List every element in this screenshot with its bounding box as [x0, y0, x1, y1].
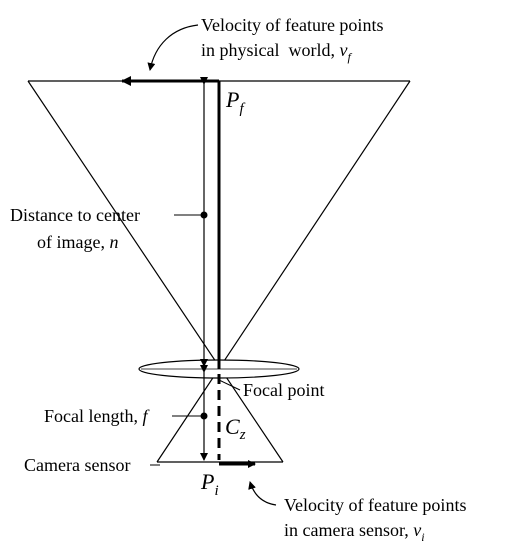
distance-label-line2: of image, n: [37, 232, 118, 252]
cz-label: Cz: [225, 414, 246, 443]
velocity-sensor-symbol: v: [413, 520, 421, 540]
pi-label: Pi: [200, 469, 219, 499]
velocity-world-label-line2: in physical world, vf: [201, 40, 352, 64]
distance-line2-text: of image,: [37, 232, 109, 252]
velocity-sensor-subscript: i: [421, 530, 424, 544]
velocity-sensor-label-line2: in camera sensor, vi: [284, 520, 425, 544]
focal-length-text: Focal length,: [44, 406, 142, 426]
focal-length-label: Focal length, f: [44, 406, 150, 426]
distance-symbol: n: [109, 232, 118, 252]
distance-label-line1: Distance to center: [10, 205, 140, 225]
velocity-sensor-label-line1: Velocity of feature points: [284, 495, 466, 515]
camera-sensor-label: Camera sensor: [24, 455, 130, 475]
focal-point-label: Focal point: [243, 380, 325, 400]
pf-label: Pf: [225, 87, 245, 117]
velocity-sensor-line2-text: in camera sensor,: [284, 520, 413, 540]
velocity-sensor-leader: [248, 481, 277, 506]
cz-subscript: z: [239, 427, 246, 443]
pf-subscript: f: [239, 101, 245, 117]
cz-symbol: C: [225, 414, 240, 439]
velocity-world-symbol: v: [339, 40, 347, 60]
focal-length-symbol: f: [142, 406, 150, 426]
velocity-world-subscript: f: [347, 50, 352, 64]
focal-point-leader: [218, 379, 241, 391]
cone-right-line: [156, 80, 411, 463]
pi-subscript: i: [214, 483, 218, 499]
velocity-world-label-line1: Velocity of feature points: [201, 15, 383, 35]
pf-symbol: P: [225, 87, 239, 112]
velocity-world-line2-text: in physical world,: [201, 40, 339, 60]
cone-left-line: [27, 80, 284, 463]
pi-symbol: P: [200, 469, 214, 494]
velocity-world-leader: [147, 24, 199, 71]
